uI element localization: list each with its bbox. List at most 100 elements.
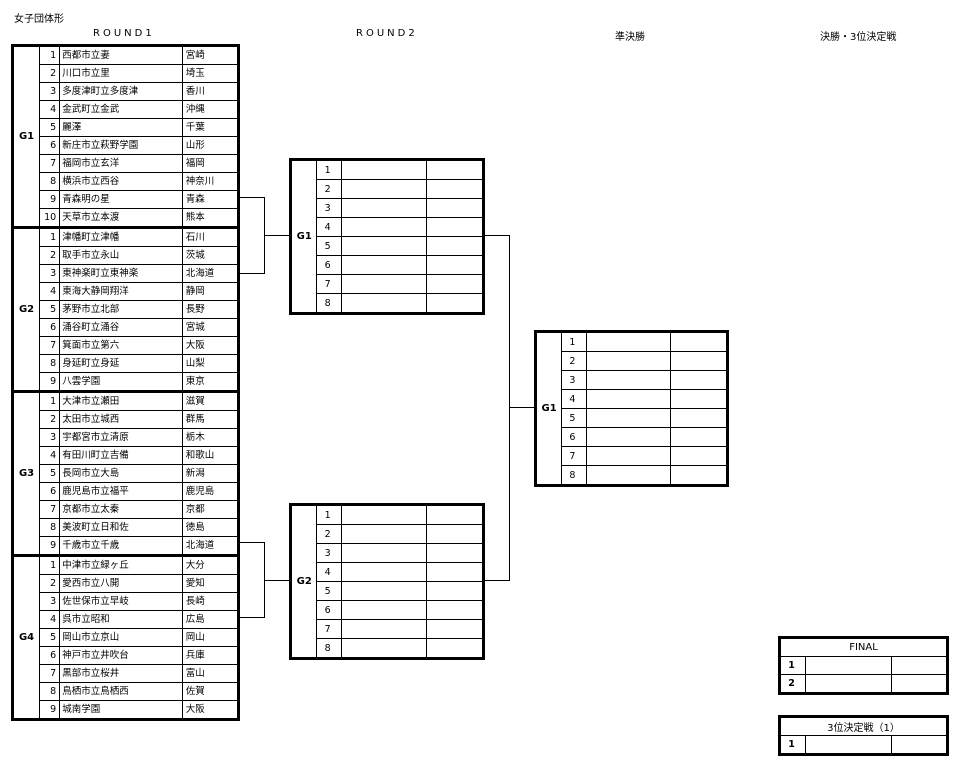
header-round1: ROUND1 [93, 28, 155, 39]
slot-number: 7 [561, 446, 587, 466]
slot-number: 5 [316, 236, 342, 256]
slot-name-cell [585, 427, 672, 447]
box-caption: 3位決定戦（1） [778, 716, 949, 736]
seed-number: 8 [39, 172, 61, 191]
prefecture: 北海道 [181, 264, 240, 283]
slot-pref-cell [426, 236, 484, 256]
prefecture: 宮崎 [181, 45, 240, 65]
school-name: 多度津町立多度津 [59, 82, 183, 101]
school-name: 福岡市立玄洋 [59, 154, 183, 173]
box-caption: FINAL [779, 637, 948, 657]
seed-number: 7 [39, 500, 61, 519]
slot-name-cell [340, 504, 428, 525]
slot-number: 1 [779, 656, 806, 675]
seed-number: 9 [39, 536, 61, 556]
slot-pref-cell [426, 274, 484, 294]
slot-pref-cell [426, 159, 484, 180]
slot-row: 6 [291, 255, 484, 275]
seed-number: 2 [39, 410, 61, 429]
caption-row: 3位決定戦（1） [778, 716, 949, 736]
seed-number: 1 [39, 390, 61, 411]
seed-number: 10 [39, 208, 61, 228]
prefecture: 香川 [181, 82, 240, 101]
slot-row: 6 [291, 600, 484, 620]
prefecture: 静岡 [181, 282, 240, 301]
seed-number: 3 [39, 428, 61, 447]
slot-number: 4 [316, 562, 342, 582]
school-name: 有田川町立吉備 [59, 446, 183, 465]
prefecture: 山梨 [181, 354, 240, 373]
prefecture: 滋賀 [181, 390, 240, 411]
slot-name-cell [585, 389, 672, 409]
slot-number: 1 [779, 735, 806, 755]
seed-number: 3 [39, 264, 61, 283]
seed-number: 6 [39, 318, 61, 337]
school-name: 大津市立瀬田 [59, 390, 183, 411]
seed-number: 5 [39, 464, 61, 483]
slot-name-cell [340, 562, 428, 582]
slot-row: 1 [779, 656, 948, 675]
slot-number: 5 [561, 408, 587, 428]
prefecture: 群馬 [181, 410, 240, 429]
school-name: 津幡町立津幡 [59, 226, 183, 247]
prefecture: 長野 [181, 300, 240, 319]
slot-pref-cell [426, 198, 484, 218]
seed-number: 8 [39, 682, 61, 701]
slot-row: 4 [536, 389, 728, 409]
seed-number: 7 [39, 336, 61, 355]
prefecture: 佐賀 [181, 682, 240, 701]
slot-pref-cell [426, 619, 484, 639]
slot-name-cell [340, 581, 428, 601]
seed-number: 1 [39, 226, 61, 247]
school-name: 宇都宮市立清原 [59, 428, 183, 447]
slot-name-cell [340, 217, 428, 237]
slot-number: 8 [316, 293, 342, 314]
prefecture: 鹿児島 [181, 482, 240, 501]
header-semifinal: 準決勝 [615, 32, 645, 43]
group-label: G1 [289, 159, 318, 314]
prefecture: 茨城 [181, 246, 240, 265]
slot-pref-cell [670, 408, 728, 428]
slot-pref-cell [670, 389, 728, 409]
school-name: 西都市立妻 [59, 45, 183, 65]
slot-name-cell [340, 524, 428, 544]
school-name: 茅野市立北部 [59, 300, 183, 319]
group-label: G2 [11, 226, 41, 392]
slot-number: 2 [316, 524, 342, 544]
slot-number: 2 [779, 674, 806, 694]
slot-pref-cell [670, 351, 728, 371]
school-name: 美波町立日和佐 [59, 518, 183, 537]
slot-row: 3 [536, 370, 728, 390]
school-name: 黒部市立桜井 [59, 664, 183, 683]
slot-name-cell [340, 179, 428, 199]
slot-pref-cell [426, 600, 484, 620]
school-name: 鹿児島市立福平 [59, 482, 183, 501]
prefecture: 大阪 [181, 336, 240, 355]
school-name: 涌谷町立涌谷 [59, 318, 183, 337]
seed-number: 6 [39, 482, 61, 501]
seed-number: 7 [39, 154, 61, 173]
slot-number: 7 [316, 274, 342, 294]
group-label: G2 [289, 504, 318, 659]
school-name: 身延町立身延 [59, 354, 183, 373]
slot-number: 3 [316, 198, 342, 218]
caption-row: FINAL [779, 637, 948, 657]
school-name: 横浜市立西谷 [59, 172, 183, 191]
prefecture: 千葉 [181, 118, 240, 137]
seed-number: 2 [39, 246, 61, 265]
prefecture: 東京 [181, 372, 240, 392]
prefecture: 福岡 [181, 154, 240, 173]
slot-number: 4 [561, 389, 587, 409]
